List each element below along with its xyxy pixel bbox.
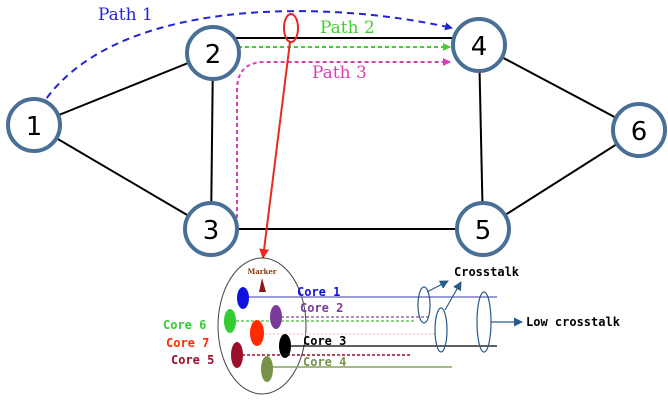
core-4-dot — [261, 356, 273, 382]
link-4-6 — [478, 44, 640, 131]
marker-label: Marker — [248, 267, 277, 276]
core-3-label: Core 3 — [303, 334, 346, 348]
fiber-cross-section: Marker Core 1 Core 2 Core 3 Core 4 Core … — [163, 257, 497, 395]
link-4-5 — [478, 44, 484, 230]
core-6-label: Core 6 — [163, 318, 206, 332]
path-3-curve — [236, 58, 451, 218]
svg-text:2: 2 — [205, 40, 222, 70]
crosstalk-arrow-1 — [426, 280, 449, 293]
crosstalk-ring-2 — [434, 307, 448, 353]
link-1-3 — [33, 124, 212, 230]
svg-text:6: 6 — [631, 117, 648, 147]
node-1[interactable]: 1 — [6, 97, 62, 153]
svg-text:4: 4 — [471, 32, 488, 62]
core-2-label: Core 2 — [300, 301, 343, 315]
core-5-label: Core 5 — [171, 353, 214, 367]
node-3[interactable]: 3 — [183, 201, 239, 257]
node-6[interactable]: 6 — [611, 102, 667, 158]
crosstalk-arrow-2 — [444, 281, 462, 311]
core-5-dot — [231, 342, 243, 368]
path-2-label: Path 2 — [320, 18, 375, 38]
node-4[interactable]: 4 — [451, 17, 507, 73]
core-4-label: Core 4 — [303, 355, 346, 369]
crosstalk-label: Crosstalk — [454, 265, 520, 279]
path-1-label: Path 1 — [98, 5, 153, 25]
marker-shape — [259, 278, 266, 292]
link-1-2 — [33, 52, 214, 126]
network-links — [33, 37, 640, 230]
svg-text:3: 3 — [203, 216, 220, 246]
core-2-dot — [270, 305, 282, 329]
path-1-curve — [39, 10, 453, 109]
core-3-dot — [279, 334, 291, 358]
core-7-label: Core 7 — [166, 336, 209, 350]
crosstalk-ring-3 — [476, 291, 492, 353]
link-2-3 — [210, 52, 214, 230]
node-2[interactable]: 2 — [185, 25, 241, 81]
crosstalk-annotation: Crosstalk Low crosstalk — [417, 265, 621, 353]
low-crosstalk-label: Low crosstalk — [526, 315, 621, 329]
svg-text:1: 1 — [26, 112, 43, 142]
path-3-label: Path 3 — [312, 63, 367, 83]
crosstalk-ring-1 — [417, 286, 431, 324]
link-5-6 — [482, 129, 640, 230]
svg-text:5: 5 — [475, 216, 492, 246]
fiber-pointer-arrow — [259, 41, 291, 259]
core-1-dot — [237, 287, 249, 309]
core-6-dot — [224, 309, 236, 333]
core-1-label: Core 1 — [297, 285, 340, 299]
link-highlight-ellipse — [283, 13, 299, 43]
core-7-dot — [250, 320, 264, 346]
node-5[interactable]: 5 — [455, 201, 511, 257]
